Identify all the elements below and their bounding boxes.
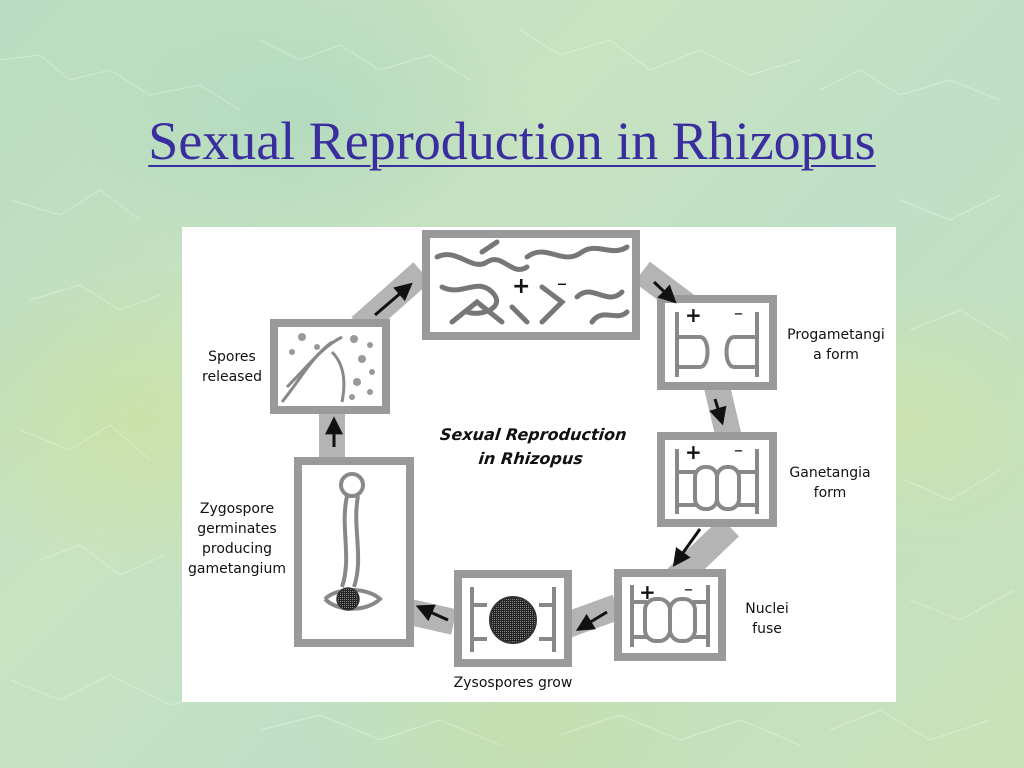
nuclei-fuse-box: + – [614,569,726,661]
sign-minus: – [684,579,693,600]
rhizopus-diagram: + – + – [182,227,896,702]
gametangia-box: + – [657,432,777,527]
mycelium-box: + – [422,230,640,340]
diagram-center-title: Sexual Reproduction in Rhizopus [439,425,628,468]
slide-title: Sexual Reproduction in Rhizopus [148,111,876,171]
germinating-zygospore-box [294,457,414,647]
label-zygospores-grow: Zysospores grow [453,675,573,691]
label-progametangia: Progametangi a form [787,327,885,363]
label-gametangia: Ganetangia form [789,465,871,501]
sign-minus: – [734,303,743,324]
sign-plus: + [685,303,702,327]
zygospore-grow-box [454,570,572,667]
sign-minus: – [557,271,567,295]
sign-minus: – [734,440,743,461]
progametangia-box: + – [657,295,777,390]
label-zygospore-germinates: Zygospore germinates producing gametangi… [188,501,286,577]
sign-plus: + [639,580,656,604]
cycle-arrows [325,280,727,631]
sign-plus: + [512,274,530,299]
spores-released-box [270,319,390,414]
diagram-artwork: + – + – [270,230,777,667]
label-spores-released: Spores released [202,349,262,385]
sign-plus: + [685,440,702,464]
label-nuclei-fuse: Nuclei fuse [745,601,789,637]
